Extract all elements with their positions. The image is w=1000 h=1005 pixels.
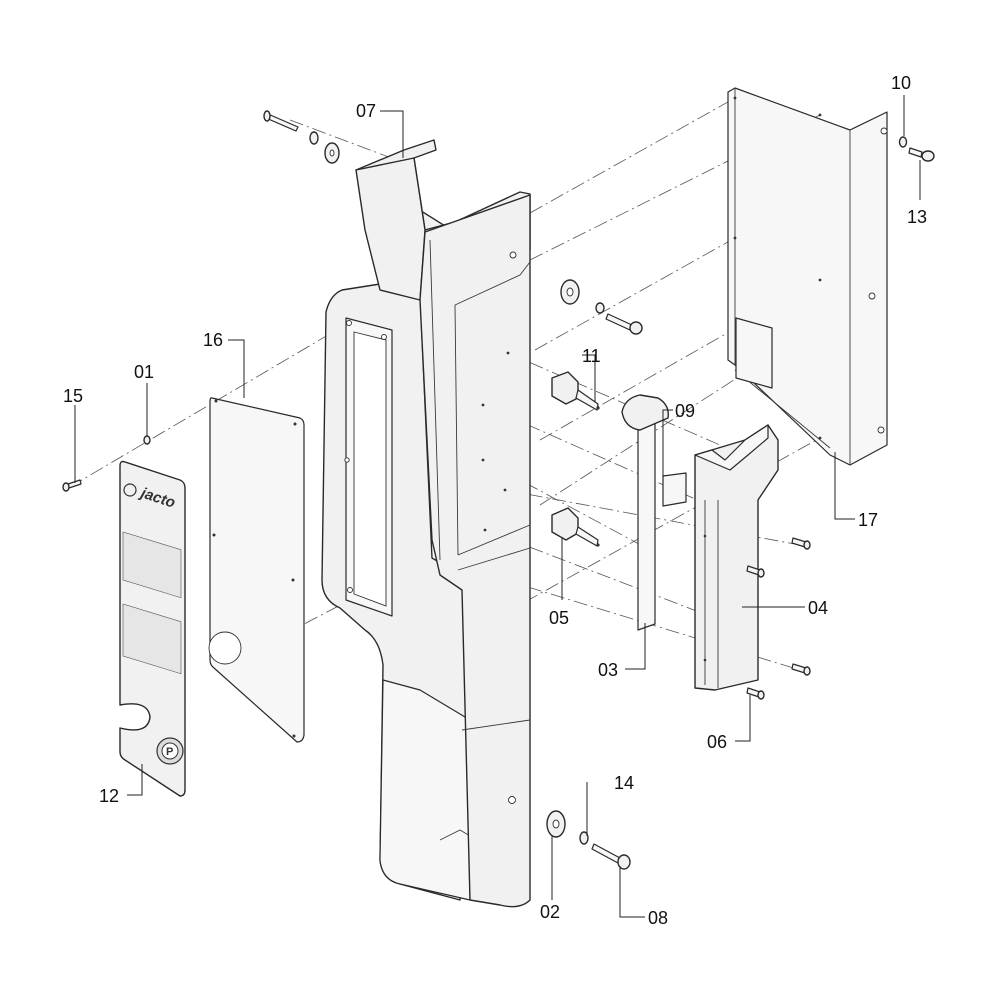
label-12: 12	[99, 786, 119, 806]
label-13: 13	[907, 207, 927, 227]
label-17: 17	[858, 510, 878, 530]
label-04: 04	[808, 598, 828, 618]
label-11: 11	[582, 346, 601, 366]
screw-icon	[746, 687, 765, 700]
part-17-back-plate	[727, 87, 888, 466]
label-01: 01	[134, 362, 154, 382]
bolt-icon	[263, 110, 299, 132]
part-labels: 07 10 13 16 01 15 11 09 17 04 05 03 06 1…	[63, 73, 927, 928]
clip-icon	[551, 371, 600, 411]
label-03: 03	[598, 660, 618, 680]
part-12-control-panel: jacto P	[119, 460, 186, 797]
screw-icon	[791, 663, 811, 676]
screw-icon	[791, 537, 811, 550]
svg-text:P: P	[166, 746, 173, 758]
clip-icon	[551, 507, 600, 547]
part-04-side-channel	[694, 424, 779, 691]
label-06: 06	[707, 732, 727, 752]
part-09-sticker	[662, 472, 687, 507]
keypad-upper	[122, 531, 182, 599]
part-03-post	[621, 394, 669, 631]
fasteners	[62, 110, 935, 870]
main-housing	[321, 139, 531, 908]
screw-icon	[62, 479, 82, 492]
label-16: 16	[203, 330, 223, 350]
label-02: 02	[540, 902, 560, 922]
part-16-gasket-plate	[208, 397, 305, 743]
keypad-lower	[122, 603, 182, 675]
bolt-icon	[591, 843, 631, 870]
label-05: 05	[549, 608, 569, 628]
leader-lines	[74, 95, 921, 918]
bolt-icon	[908, 147, 935, 162]
label-15: 15	[63, 386, 83, 406]
screw-icon	[746, 565, 765, 578]
label-08: 08	[648, 908, 668, 928]
label-09: 09	[675, 401, 695, 421]
bolt-icon	[605, 313, 643, 335]
power-button-icon: P	[156, 737, 184, 765]
label-07: 07	[356, 101, 376, 121]
label-10: 10	[891, 73, 911, 93]
label-14: 14	[614, 773, 634, 793]
